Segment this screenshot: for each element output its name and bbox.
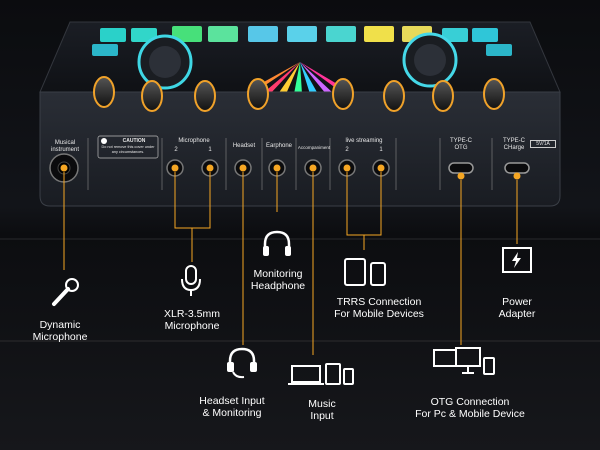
caution-title: CAUTION xyxy=(122,138,146,144)
musical-instrument-label: Musical instrument xyxy=(50,140,79,153)
power-adapter-label: Power Adapter xyxy=(498,296,536,320)
trrs-connection-label: TRRS Connection For Mobile Devices xyxy=(334,296,424,320)
accompaniment-label: Accompaniment xyxy=(297,145,331,150)
earphone-label: Earphone xyxy=(265,143,293,149)
headset-input-label: Headset Input & Monitoring xyxy=(199,395,265,419)
monitoring-headphone-label: Monitoring Headphone xyxy=(250,268,306,292)
caution-body: Do not remove this cover under any circu… xyxy=(101,145,155,154)
xlr-microphone-label: XLR-3.5mm Microphone xyxy=(163,308,220,332)
headset-label: Headset xyxy=(232,143,256,149)
mic-jack-1-label: 1 xyxy=(208,147,212,153)
headphone-icon xyxy=(263,230,291,256)
live-jack-2-label: 2 xyxy=(345,147,349,153)
divider xyxy=(0,238,600,240)
live-streaming-label: live streaming xyxy=(345,138,383,144)
music-devices-icon xyxy=(288,363,354,385)
power-adapter-icon xyxy=(502,247,532,273)
pc-devices-icon xyxy=(433,347,495,375)
pad-buttons xyxy=(92,26,512,56)
otg-connection-label: OTG Connection For Pc & Mobile Device xyxy=(415,396,525,420)
dynamic-microphone-label: Dynamic Microphone xyxy=(32,319,88,343)
sound-card-device xyxy=(39,21,561,207)
mic-jack-2-label: 2 xyxy=(174,147,178,153)
music-input-label: Music Input xyxy=(308,398,336,422)
xlr-microphone-icon xyxy=(181,265,201,296)
typec-otg-label: TYPE-C OTG xyxy=(449,138,472,151)
headset-icon xyxy=(227,347,257,379)
microphone-icon xyxy=(52,278,79,306)
live-jack-1-label: 1 xyxy=(379,147,383,153)
knobs xyxy=(93,76,505,112)
mobile-devices-icon xyxy=(344,258,386,286)
microphone-label: Microphone xyxy=(178,138,210,144)
charge-rating-badge: 5V/1A xyxy=(530,140,556,148)
divider xyxy=(0,340,600,342)
typec-charge-label: TYPE-C CHarge xyxy=(502,138,525,151)
